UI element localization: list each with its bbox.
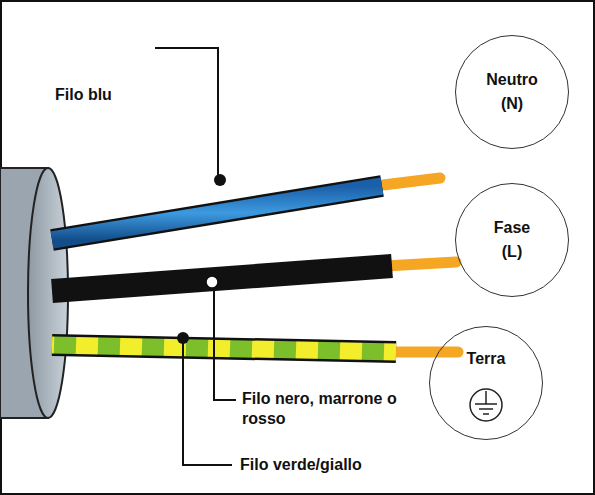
- earth-symbol: [470, 389, 502, 421]
- leader-dot: [206, 276, 218, 288]
- terminal-circle: Neutro (N): [455, 35, 569, 149]
- wire-label: Filo blu: [55, 85, 205, 105]
- terminal-label: Neutro (N): [479, 68, 545, 116]
- wire-label: Filo verde/giallo: [240, 455, 440, 475]
- green-yellow-wire-outline: [52, 345, 396, 352]
- leader-lines: [155, 48, 236, 465]
- black-wire: [52, 266, 392, 291]
- green-yellow-wire: [52, 345, 396, 352]
- terminal-label: Terra: [441, 347, 531, 371]
- leader-dot: [214, 174, 226, 186]
- blue-wire: [52, 186, 382, 240]
- blue-wire-outline: [52, 186, 382, 240]
- terminal-label: Fase (L): [485, 216, 539, 264]
- leader-dot: [177, 332, 189, 344]
- terminal-circle: Terra: [429, 326, 543, 440]
- terminal-circle: Fase (L): [455, 183, 569, 297]
- wire-label: Filo nero, marrone o rosso: [242, 389, 432, 429]
